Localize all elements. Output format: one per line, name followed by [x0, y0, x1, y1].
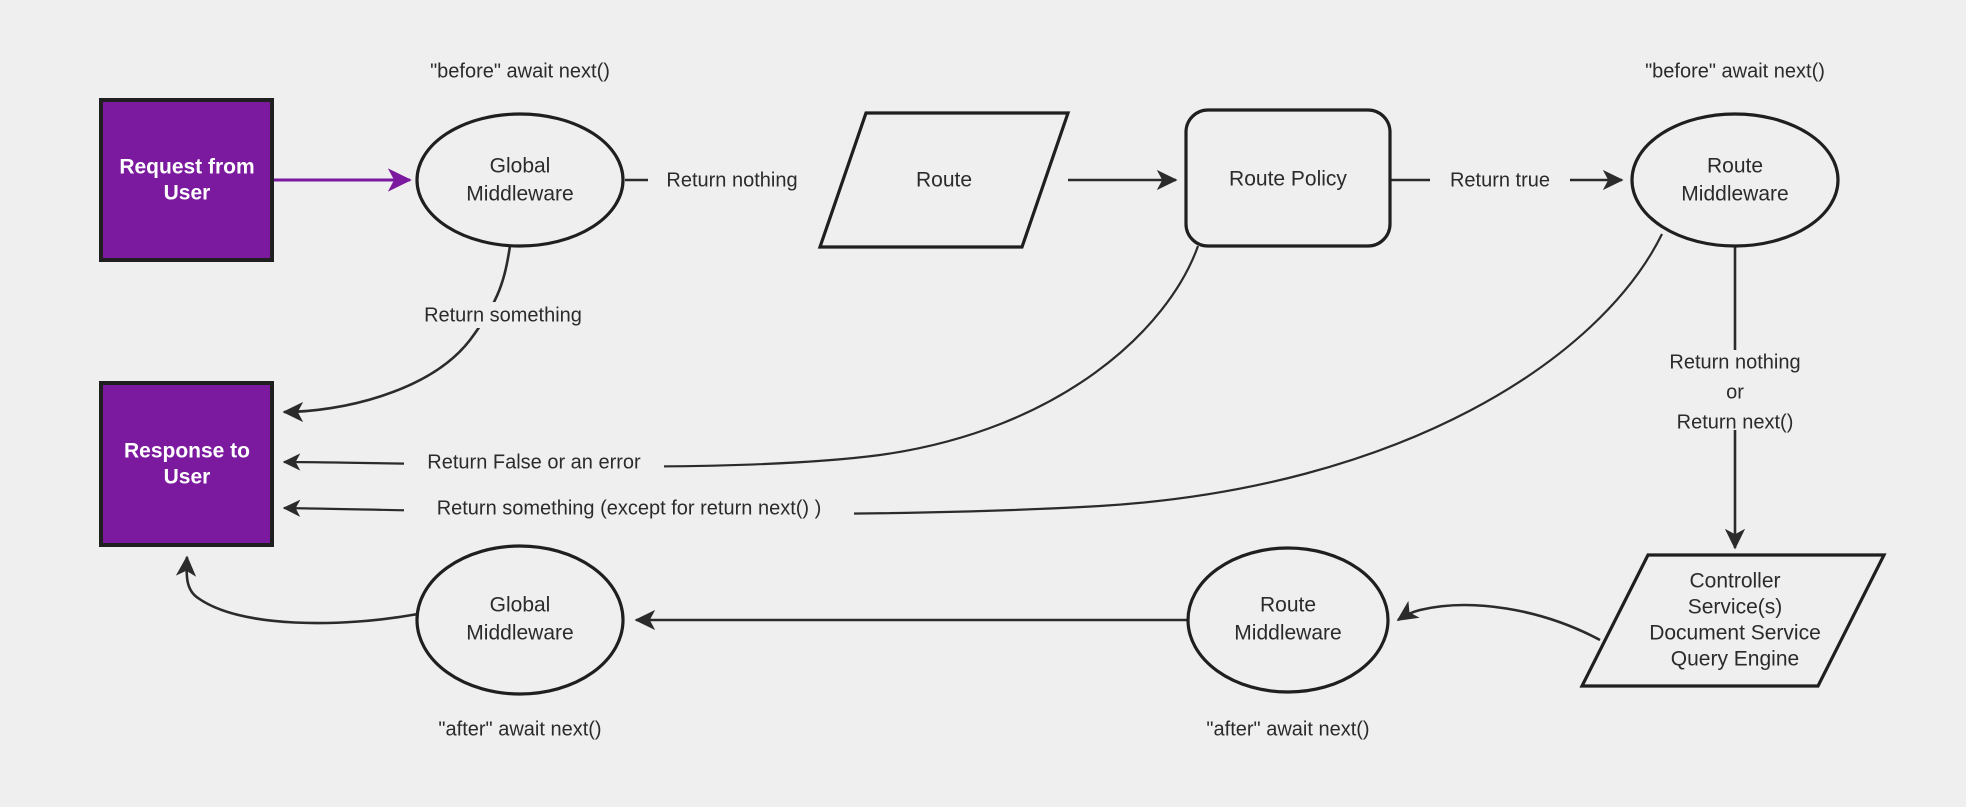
node-route-policy-label: Route Policy — [1229, 168, 1347, 191]
node-route-label: Route — [916, 169, 972, 192]
node-global-middleware-after-line1: Global — [490, 594, 551, 617]
edge-label-return-true: Return true — [1450, 169, 1550, 191]
node-controller-stack-line4: Query Engine — [1671, 648, 1799, 671]
node-controller-stack-line2: Service(s) — [1688, 596, 1783, 619]
annotation-before-await-next-global: "before" await next() — [430, 60, 610, 82]
node-response-to-user-line1: Response to — [124, 440, 250, 463]
edge-label-return-nothing: Return nothing — [666, 169, 797, 191]
node-controller-stack[interactable]: Controller Service(s) Document Service Q… — [1579, 553, 1887, 688]
node-route-middleware-before[interactable]: Route Middleware — [1630, 112, 1840, 248]
edge-label-return-nothing-or-next-line2: or — [1726, 381, 1744, 403]
node-global-middleware-before-line1: Global — [490, 155, 551, 178]
edge-global-middleware-after-to-response — [175, 555, 419, 625]
edge-global-middleware-to-response: Return something — [282, 245, 596, 423]
node-global-middleware-before-line2: Middleware — [466, 183, 573, 206]
node-route-policy[interactable]: Route Policy — [1184, 108, 1392, 248]
node-route-middleware-after-line2: Middleware — [1234, 622, 1341, 645]
edge-label-return-something-except-next: Return something (except for return next… — [437, 497, 822, 519]
node-controller-stack-line1: Controller — [1689, 570, 1780, 593]
edge-global-middleware-to-route: Return nothing — [625, 167, 816, 193]
edge-route-policy-to-response: Return False or an error — [282, 245, 1200, 475]
annotation-after-await-next-global: "after" await next() — [438, 718, 601, 740]
annotation-before-await-next-route: "before" await next() — [1645, 60, 1825, 82]
node-route-middleware-before-line2: Middleware — [1681, 183, 1788, 206]
node-global-middleware-after-line2: Middleware — [466, 622, 573, 645]
node-global-middleware-before[interactable]: Global Middleware — [415, 112, 625, 248]
edge-label-return-false-or-error: Return False or an error — [427, 451, 641, 473]
node-route-middleware-after[interactable]: Route Middleware — [1186, 546, 1390, 694]
node-request-from-user[interactable]: Request from User — [99, 98, 274, 262]
edge-label-return-nothing-or-next-line3: Return next() — [1677, 411, 1794, 433]
node-request-from-user-line1: Request from — [119, 156, 254, 179]
node-global-middleware-after[interactable]: Global Middleware — [415, 544, 625, 696]
node-route-middleware-before-line1: Route — [1707, 155, 1763, 178]
node-request-from-user-line2: User — [164, 182, 211, 205]
node-route[interactable]: Route — [817, 111, 1071, 249]
annotation-after-await-next-route: "after" await next() — [1206, 718, 1369, 740]
edge-route-middleware-to-controller: Return nothing or Return next() — [1669, 246, 1801, 550]
node-controller-stack-line3: Document Service — [1649, 622, 1821, 645]
node-response-to-user-line2: User — [164, 466, 211, 489]
edge-label-return-something: Return something — [424, 304, 582, 326]
node-route-middleware-after-line1: Route — [1260, 594, 1316, 617]
edge-route-policy-to-route-middleware: Return true — [1390, 167, 1624, 193]
edge-controller-to-route-middleware-after — [1396, 600, 1601, 642]
edge-route-middleware-to-response: Return something (except for return next… — [282, 233, 1663, 521]
edge-label-return-nothing-or-next-line1: Return nothing — [1669, 351, 1800, 373]
node-response-to-user[interactable]: Response to User — [99, 381, 274, 547]
